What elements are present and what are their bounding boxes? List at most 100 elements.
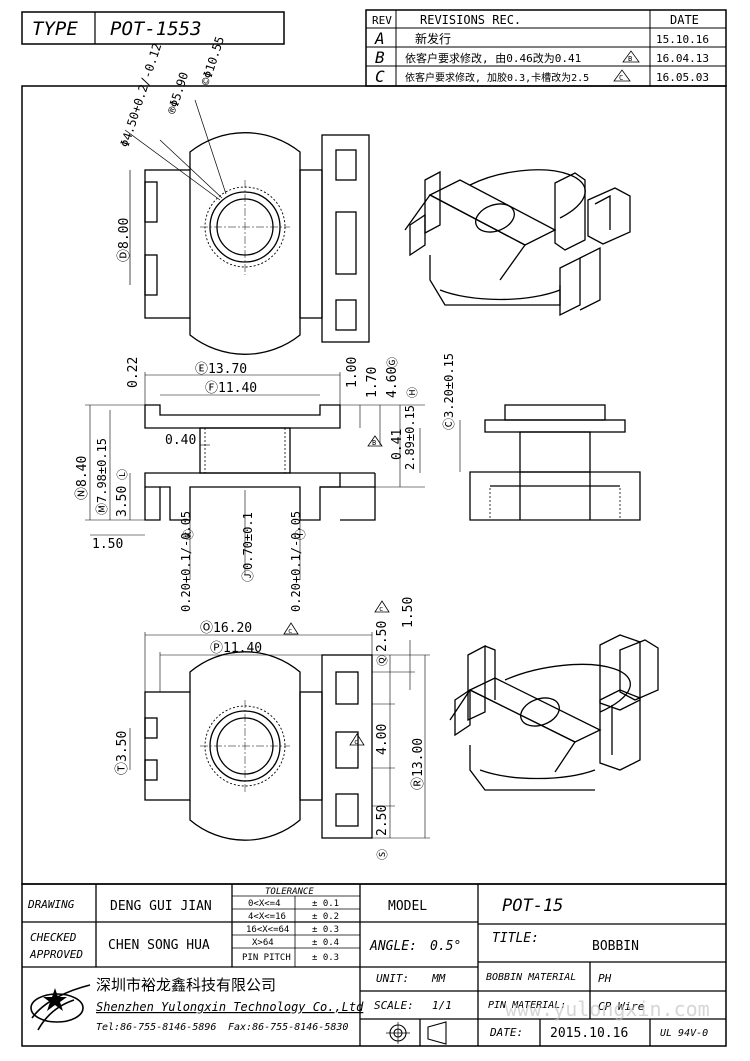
dim-100: 1.00 <box>345 357 360 388</box>
dim-150: 1.50 <box>92 537 123 552</box>
top-view-lower <box>129 632 430 841</box>
dim-j-070: Ⓙ0.70±0.1 <box>241 512 255 582</box>
tag-g: Ⓖ <box>386 357 399 368</box>
rev-c-date: 16.05.03 <box>656 71 709 84</box>
dim-a-diameter: Φ4.50+0.2/-0.12 <box>118 42 165 149</box>
dim-289: 2.89±0.15 <box>403 405 417 470</box>
dim-e-1370: Ⓔ13.70 <box>195 362 247 377</box>
tol-range-1: 4<X<=16 <box>248 912 286 922</box>
dim-n-840: Ⓝ8.40 <box>75 456 90 500</box>
fax: Fax:86-755-8146-5830 <box>228 1022 348 1033</box>
tag-c-3: c <box>354 738 358 746</box>
unit-label: UNIT: <box>376 972 409 985</box>
tag-s: Ⓢ <box>376 849 389 860</box>
rec-col: REVISIONS REC. <box>420 13 521 27</box>
dim-170: 1.70 <box>365 367 380 398</box>
projection-symbol-icon <box>386 1021 447 1045</box>
model-value: POT-15 <box>502 896 563 916</box>
checked-name: CHEN SONG HUA <box>108 938 210 953</box>
company-logo <box>30 984 91 1031</box>
scale-value: 1/1 <box>432 999 452 1012</box>
dim-o-1620: Ⓞ16.20 <box>200 621 252 636</box>
tag-h: Ⓗ <box>406 387 419 398</box>
tag-c-2: c <box>379 605 383 613</box>
angle-label: ANGLE: <box>369 939 417 954</box>
rev-b-mark: B <box>628 55 632 63</box>
dim-p-1140: Ⓟ11.40 <box>210 641 262 656</box>
title-label: TITLE: <box>492 931 539 946</box>
dim-250a: 2.50 <box>375 621 390 652</box>
unit-value: MM <box>431 972 446 985</box>
dim-400: 4.00 <box>375 724 390 755</box>
drawing-name: DENG GUI JIAN <box>110 899 212 914</box>
tag-c-1: c <box>288 627 292 635</box>
title-block <box>21 883 727 1047</box>
scale-label: SCALE: <box>374 999 414 1012</box>
tag-b: B <box>372 439 376 447</box>
dim-020a: 0.20+0.1/-0.05 <box>179 511 193 612</box>
header: TYPE POT-1553 REV REVISIONS REC. DATE A … <box>21 9 727 87</box>
dim-320: Ⓒ3.20±0.15 <box>442 353 456 430</box>
date-label: DATE: <box>489 1026 523 1039</box>
tol-range-3: X>64 <box>252 938 274 948</box>
tol-value-1: ± 0.2 <box>312 912 339 922</box>
company-en: Shenzhen Yulongxin Technology Co.,Ltd <box>96 1000 364 1014</box>
tolerance-label: TOLERANCE <box>265 887 314 897</box>
rev-b: B <box>375 48 385 67</box>
phone: Tel:86-755-8146-5896 <box>96 1022 216 1033</box>
dim-020b: 0.20+0.1/-0.05 <box>289 511 303 612</box>
tag-k: Ⓚ <box>182 529 195 540</box>
approved-label: APPROVED <box>29 948 83 961</box>
dim-b-diameter: ®Φ5.90 <box>165 70 192 116</box>
tol-range-2: 16<X<=64 <box>246 925 289 935</box>
type-value: POT-1553 <box>110 18 202 40</box>
rev-col: REV <box>372 14 392 27</box>
side-view <box>459 404 641 521</box>
date-col: DATE <box>670 13 699 27</box>
company-cn: 深圳市裕龙鑫科技有限公司 <box>96 976 276 994</box>
dim-040: 0.40 <box>165 433 196 448</box>
rev-b-date: 16.04.13 <box>656 52 709 65</box>
dim-r-1300: Ⓡ13.00 <box>411 738 426 790</box>
watermark: www.yulongxin.com <box>505 997 710 1021</box>
bobbin-material-value: PH <box>598 972 612 985</box>
rev-c-text: 依客户要求修改, 加胶0.3,卡槽改为2.5 <box>405 71 589 84</box>
tol-value-3: ± 0.4 <box>312 938 339 948</box>
tag-q: Ⓠ <box>376 655 389 666</box>
tol-value-0: ± 0.1 <box>312 899 339 909</box>
dim-022: 0.22 <box>126 357 141 388</box>
date-value: 2015.10.16 <box>550 1026 628 1041</box>
dim-041: 0.41 <box>390 429 405 460</box>
pin-material-label: PIN MATERIAL: <box>488 1000 566 1011</box>
tag-i: Ⓘ <box>294 529 307 540</box>
dim-f-1140: Ⓕ11.40 <box>205 381 257 396</box>
rev-b-text: 依客户要求修改, 由0.46改为0.41 <box>405 51 581 65</box>
drawing-label: DRAWING <box>27 898 75 911</box>
rev-c: C <box>375 67 385 86</box>
tol-value-2: ± 0.3 <box>312 925 339 935</box>
dim-350: 3.50 <box>115 486 130 517</box>
rev-a: A <box>374 29 385 48</box>
dim-m-798: Ⓜ7.98±0.15 <box>95 438 109 515</box>
dim-c-diameter: ©Φ10.55 <box>198 35 227 87</box>
title-value: BOBBIN <box>592 939 639 954</box>
tol-range-4: PIN PITCH <box>242 953 291 963</box>
dim-460: 4.60 <box>385 367 400 398</box>
rev-a-date: 15.10.16 <box>656 33 709 46</box>
ul-rating: UL 94V-0 <box>660 1028 708 1039</box>
rev-a-text: 新发行 <box>415 31 451 46</box>
tol-range-0: 0<X<=4 <box>248 899 281 909</box>
iso-view-upper <box>404 169 631 317</box>
bobbin-material-label: BOBBIN MATERIAL <box>486 972 576 983</box>
tag-l: Ⓛ <box>116 469 129 480</box>
model-label: MODEL <box>388 899 427 914</box>
top-view-upper <box>124 99 370 355</box>
dim-d-800: Ⓓ8.00 <box>117 218 132 262</box>
pin-material-value: CP Wire <box>598 1000 645 1013</box>
angle-value: 0.5° <box>430 939 461 954</box>
type-label: TYPE <box>32 18 78 40</box>
dim-250b: 2.50 <box>375 805 390 836</box>
front-view <box>85 372 425 580</box>
